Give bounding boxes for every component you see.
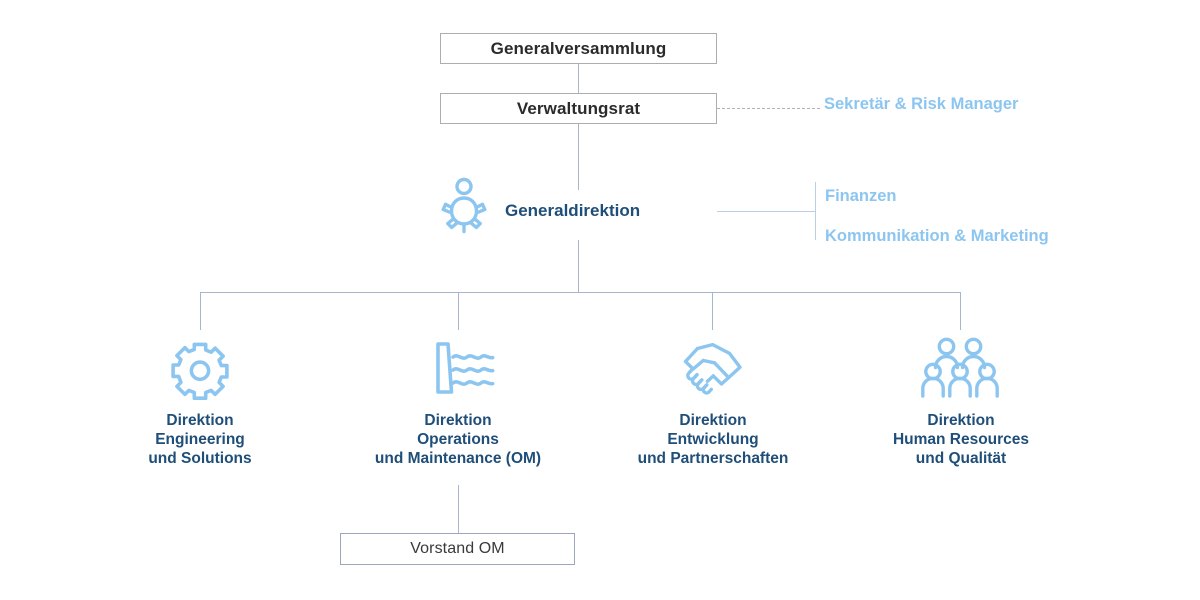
staff-unit-finanzen[interactable]: Finanzen [825, 187, 897, 205]
connector-generalversammlung-to-verwaltungsrat [578, 64, 579, 93]
dept-line: und Partnerschaften [637, 450, 789, 467]
box-generalversammlung[interactable]: Generalversammlung [440, 33, 717, 64]
connector-generaldirektion-trunk [578, 240, 579, 292]
connector-drop-engineering [200, 292, 201, 330]
box-vorstand-om[interactable]: Vorstand OM [340, 533, 575, 565]
dept-line: Operations [417, 431, 499, 448]
generaldirektion-label[interactable]: Generaldirektion [505, 201, 641, 220]
connector-staff-horizontal [717, 211, 815, 212]
dept-line: Entwicklung [667, 431, 759, 448]
department-label-engineering[interactable]: Direktion Engineering und Solutions [100, 411, 300, 468]
dept-line: Direktion [424, 412, 492, 429]
dept-line: Engineering [155, 431, 245, 448]
dept-line: und Solutions [148, 450, 252, 467]
people-group-icon [921, 336, 999, 400]
dept-line: Human Resources [892, 431, 1030, 448]
dept-line: Direktion [166, 412, 234, 429]
advisor-label[interactable]: Sekretär & Risk Manager [824, 95, 1019, 113]
dept-line: Direktion [679, 412, 747, 429]
dept-line: und Maintenance (OM) [374, 450, 542, 467]
gear-icon [168, 339, 232, 401]
department-label-operations[interactable]: Direktion Operations und Maintenance (OM… [338, 411, 578, 468]
dept-line: Direktion [927, 412, 995, 429]
connector-operations-to-vorstand [458, 485, 459, 533]
box-verwaltungsrat[interactable]: Verwaltungsrat [440, 93, 717, 124]
handshake-icon [679, 339, 747, 397]
connector-dashed-advisor [717, 108, 820, 109]
dept-line: und Qualität [915, 450, 1007, 467]
staff-unit-kommunikation-marketing[interactable]: Kommunikation & Marketing [825, 227, 1049, 245]
person-in-gear-icon [437, 176, 491, 234]
connector-department-bus [200, 292, 961, 293]
connector-drop-operations [458, 292, 459, 330]
connector-verwaltungsrat-to-generaldirektion [578, 124, 579, 190]
department-label-human-resources[interactable]: Direktion Human Resources und Qualität [855, 411, 1067, 468]
department-label-entwicklung[interactable]: Direktion Entwicklung und Partnerschafte… [598, 411, 828, 468]
connector-drop-entwicklung [712, 292, 713, 330]
connector-staff-vertical-bracket [815, 182, 816, 240]
dam-water-icon [429, 339, 497, 399]
connector-drop-human-resources [960, 292, 961, 330]
